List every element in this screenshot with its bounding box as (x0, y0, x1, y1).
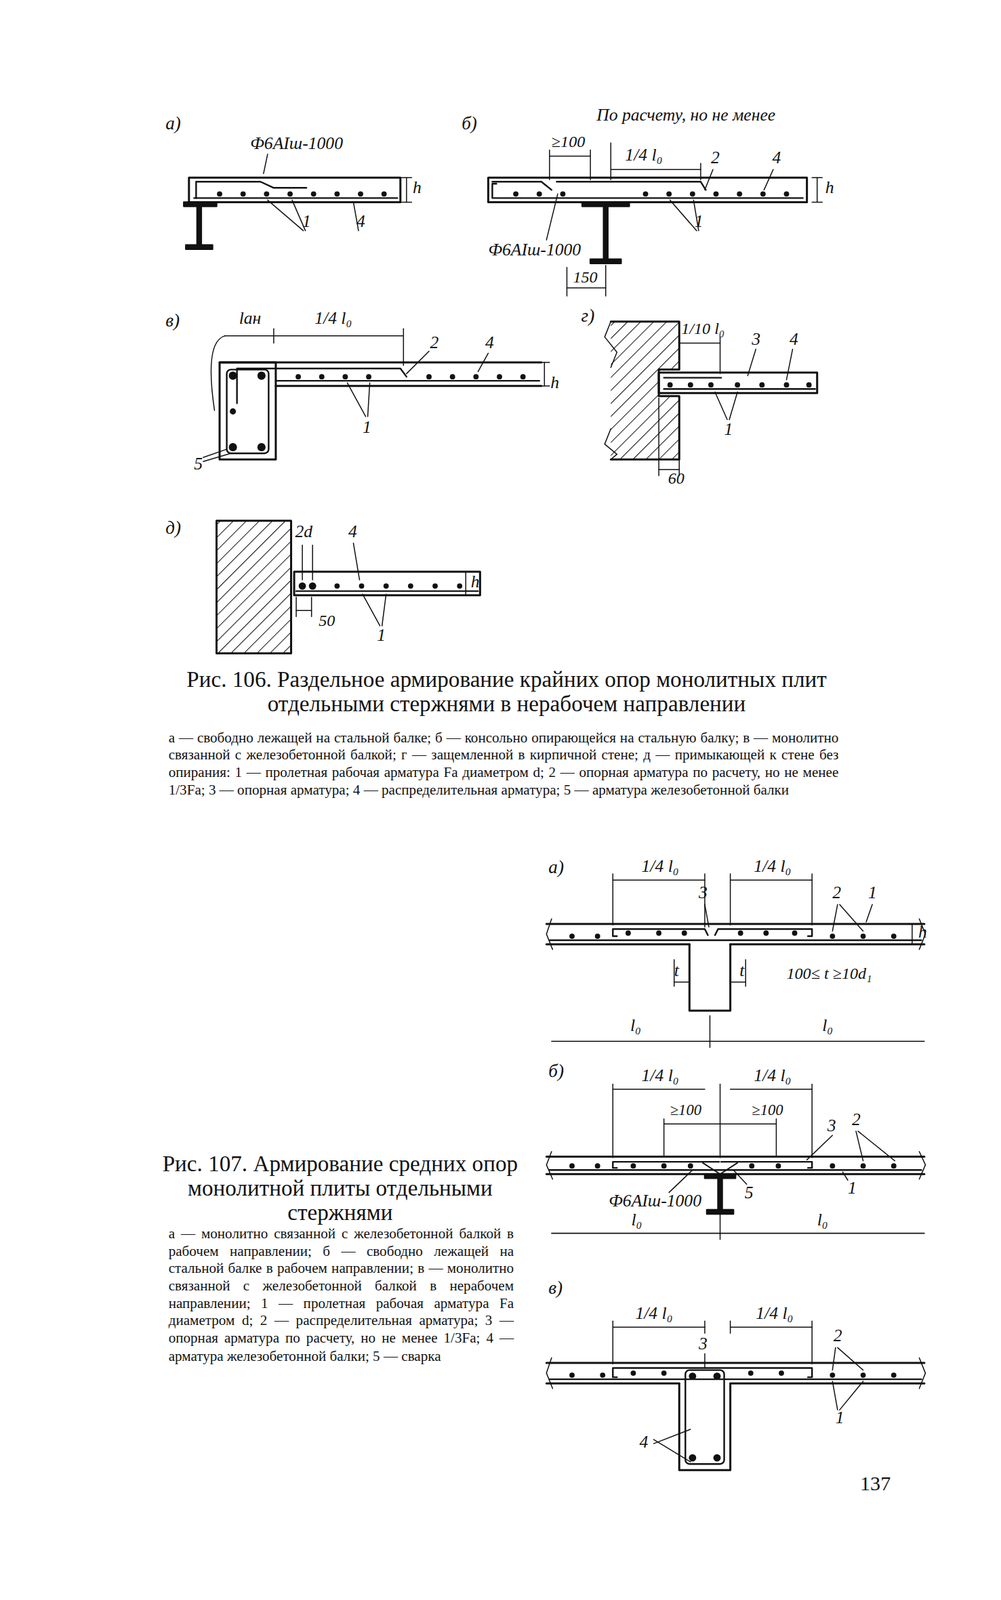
drawing-label: 4 (771, 149, 781, 169)
drawing-label: l₀ (822, 1017, 833, 1037)
drawing-label: 1/4 l₀ (624, 146, 663, 166)
drawing-label: а) (548, 858, 564, 879)
drawing-label: г) (581, 306, 596, 327)
drawing-label: Ф6АIш-1000 (487, 241, 581, 261)
drawing-label: 1/4 l₀ (314, 309, 352, 329)
drawing-label: Ф6АIш-1000 (608, 1192, 702, 1212)
drawing-label: 1/4 l₀ (755, 1305, 793, 1325)
drawing-label: lан (239, 309, 262, 329)
drawing-label: 5 (744, 1184, 754, 1204)
drawing-label: ≥100 (670, 1101, 702, 1119)
drawing-label: 1 (694, 212, 704, 232)
figure-caption: Рис. 107. Армирование средних опор монол… (161, 1152, 519, 1227)
page-number: 137 (860, 1472, 891, 1496)
drawing-label: h (412, 178, 422, 198)
drawing-label: h (825, 178, 835, 198)
drawing-label: 1/10 l₀ (681, 319, 725, 339)
drawing-label: 1 (376, 626, 386, 646)
drawing-label: l₀ (817, 1211, 829, 1231)
drawing-label: l₀ (630, 1211, 642, 1231)
drawing-label: ≥100 (551, 132, 585, 152)
drawing-label: 1 (724, 420, 734, 440)
drawing-label: 2d (295, 523, 314, 543)
drawing-label: б) (461, 114, 478, 135)
drawing-label: l₀ (630, 1017, 642, 1037)
drawing-label: 4 (356, 212, 366, 232)
drawing-label: в) (548, 1278, 563, 1300)
drawing-label: 150 (573, 268, 598, 287)
drawing-label: По расчету, но не менее (596, 106, 776, 126)
drawing-label: 60 (668, 469, 685, 488)
drawing-label: ≥100 (751, 1101, 783, 1119)
drawing-label: h (918, 923, 928, 943)
drawing-label: 4 (348, 523, 358, 543)
drawing-label: 2 (430, 334, 440, 354)
drawing-label: Ф6АIш-1000 (250, 134, 343, 154)
drawing-label: 5 (193, 455, 203, 475)
drawing-label: 1 (362, 418, 372, 438)
drawing-label: 4 (485, 334, 495, 354)
drawing-label: 100≤ t ≥10d₁ (786, 965, 872, 984)
drawing-label: 1 (868, 884, 877, 904)
drawing-label: 4 (789, 330, 799, 350)
drawing-label: 2 (833, 1327, 843, 1347)
drawing-label: в) (165, 311, 180, 333)
drawing-label: 2 (710, 149, 720, 169)
drawing-label: 1/4 l₀ (635, 1305, 673, 1325)
drawing-label: 1 (847, 1179, 857, 1199)
drawing-label: t (674, 962, 680, 982)
drawing-label: t (739, 962, 745, 982)
drawing-label: 1/4 l₀ (641, 1067, 679, 1087)
drawing-label: 2 (832, 884, 842, 904)
drawing-label: 3 (698, 884, 708, 904)
drawing-label: 3 (751, 330, 761, 350)
drawing-label: б) (548, 1061, 564, 1083)
drawing-label: 1/4 l₀ (641, 858, 679, 877)
drawing-label: 4 (639, 1434, 648, 1454)
drawing-label: 50 (318, 611, 335, 631)
drawing-label: h (550, 374, 560, 394)
drawing-label: д) (165, 519, 181, 540)
drawing-label: h (471, 573, 480, 593)
drawing-label: 2 (851, 1111, 861, 1131)
drawing-label: 1/4 l₀ (753, 1067, 791, 1087)
figure-caption: Рис. 106. Раздельное армирование крайних… (163, 668, 850, 718)
drawing-label: 1 (835, 1409, 845, 1429)
drawing-label: 1/4 l₀ (753, 858, 791, 877)
drawing-label: 3 (698, 1335, 708, 1355)
drawing-label: а) (165, 114, 181, 135)
figure-legend-text: а — монолитно связанной с железобетонной… (168, 1226, 514, 1366)
drawing-label: 3 (827, 1117, 837, 1137)
drawing-label: 1 (302, 212, 312, 232)
figure-legend-text: а — свободно лежащей на стальной балке; … (168, 729, 840, 800)
